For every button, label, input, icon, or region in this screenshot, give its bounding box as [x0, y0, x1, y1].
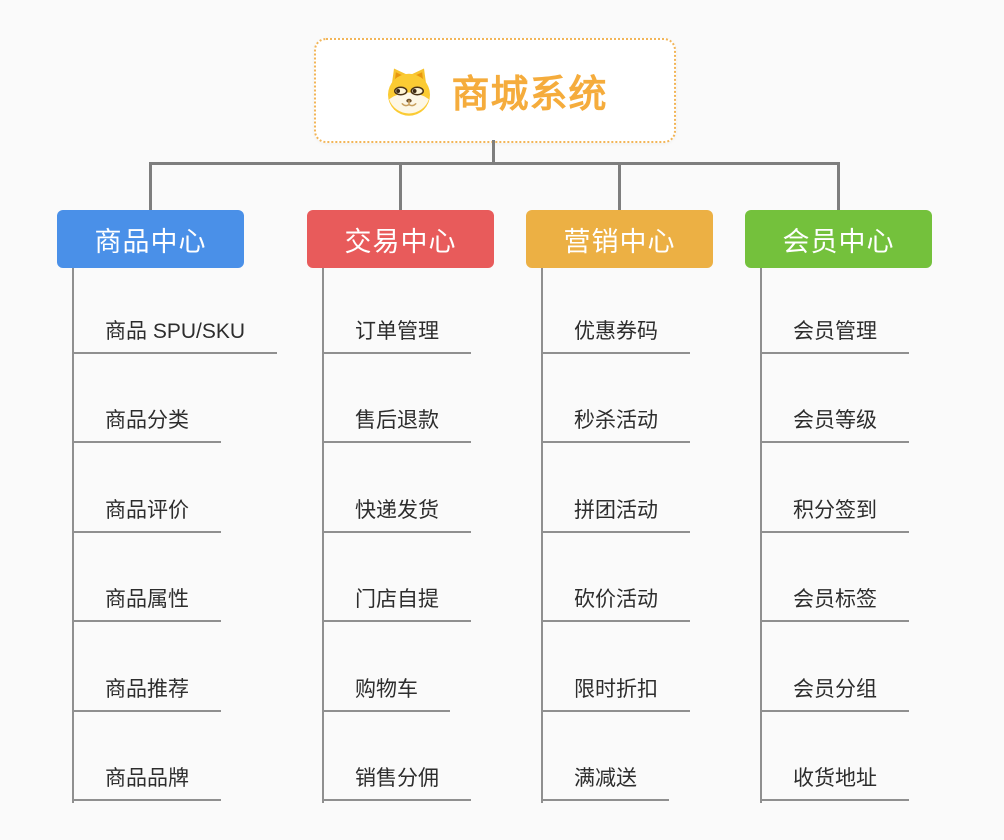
leaf-node[interactable]: 积分签到: [760, 487, 909, 533]
leaf-node[interactable]: 商品推荐: [72, 666, 221, 712]
leaf-label: 商品属性: [105, 588, 189, 611]
leaf-node[interactable]: 满减送: [541, 755, 669, 801]
leaf-label: 秒杀活动: [574, 409, 658, 432]
leaf-label: 售后退款: [355, 409, 439, 432]
branch-label: 营销中心: [563, 226, 676, 257]
branch-spine-line: [322, 268, 324, 803]
branch-label: 交易中心: [344, 226, 457, 257]
branch-spine-line: [760, 268, 762, 803]
leaf-label: 会员等级: [793, 409, 877, 432]
branch-spine-line: [72, 268, 74, 803]
leaf-node[interactable]: 购物车: [322, 666, 450, 712]
branch-node[interactable]: 会员中心: [745, 210, 932, 268]
leaf-node[interactable]: 快递发货: [322, 487, 471, 533]
leaf-node[interactable]: 订单管理: [322, 308, 471, 354]
leaf-node[interactable]: 拼团活动: [541, 487, 690, 533]
root-title: 商城系统: [451, 74, 608, 116]
branch-spine-line: [541, 268, 543, 803]
connector-drop: [399, 162, 402, 210]
leaf-node[interactable]: 会员管理: [760, 308, 909, 354]
leaf-node[interactable]: 优惠券码: [541, 308, 690, 354]
connector-drop: [837, 162, 840, 210]
branch-node[interactable]: 交易中心: [307, 210, 494, 268]
leaf-node[interactable]: 会员等级: [760, 397, 909, 443]
leaf-node[interactable]: 砍价活动: [541, 576, 690, 622]
leaf-label: 积分签到: [793, 499, 877, 522]
leaf-label: 商品分类: [105, 409, 189, 432]
leaf-node[interactable]: 商品 SPU/SKU: [72, 308, 278, 354]
leaf-node[interactable]: 会员分组: [760, 666, 909, 712]
connector-rail: [149, 162, 840, 165]
leaf-node[interactable]: 销售分佣: [322, 755, 471, 801]
leaf-label: 商品评价: [105, 499, 189, 522]
leaf-label: 会员分组: [793, 678, 877, 701]
leaf-label: 商品 SPU/SKU: [105, 320, 246, 343]
leaf-label: 购物车: [355, 678, 418, 701]
leaf-node[interactable]: 商品评价: [72, 487, 221, 533]
leaf-label: 拼团活动: [574, 499, 658, 522]
branch-label: 商品中心: [94, 226, 207, 257]
leaf-node[interactable]: 商品品牌: [72, 755, 221, 801]
branch-label: 会员中心: [782, 226, 895, 257]
leaf-label: 门店自提: [355, 588, 439, 611]
leaf-label: 会员标签: [793, 588, 877, 611]
leaf-label: 商品推荐: [105, 678, 189, 701]
leaf-node[interactable]: 会员标签: [760, 576, 909, 622]
leaf-node[interactable]: 秒杀活动: [541, 397, 690, 443]
leaf-label: 销售分佣: [355, 767, 439, 790]
root-node[interactable]: 商城系统: [314, 38, 676, 143]
leaf-label: 砍价活动: [574, 588, 658, 611]
leaf-node[interactable]: 限时折扣: [541, 666, 690, 712]
leaf-label: 快递发货: [355, 499, 439, 522]
leaf-node[interactable]: 商品属性: [72, 576, 221, 622]
branch-node[interactable]: 营销中心: [526, 210, 713, 268]
leaf-label: 满减送: [574, 767, 637, 790]
leaf-node[interactable]: 收货地址: [760, 755, 909, 801]
leaf-label: 会员管理: [793, 320, 877, 343]
leaf-label: 限时折扣: [574, 678, 658, 701]
leaf-node[interactable]: 商品分类: [72, 397, 221, 443]
leaf-label: 商品品牌: [105, 767, 189, 790]
connector-drop: [149, 162, 152, 210]
branch-node[interactable]: 商品中心: [57, 210, 244, 268]
connector-drop: [618, 162, 621, 210]
leaf-label: 收货地址: [793, 767, 877, 790]
leaf-node[interactable]: 售后退款: [322, 397, 471, 443]
leaf-label: 优惠券码: [574, 320, 658, 343]
leaf-label: 订单管理: [355, 320, 439, 343]
connector-root-stub: [492, 140, 495, 164]
dog-face-icon: [388, 68, 431, 116]
leaf-node[interactable]: 门店自提: [322, 576, 471, 622]
